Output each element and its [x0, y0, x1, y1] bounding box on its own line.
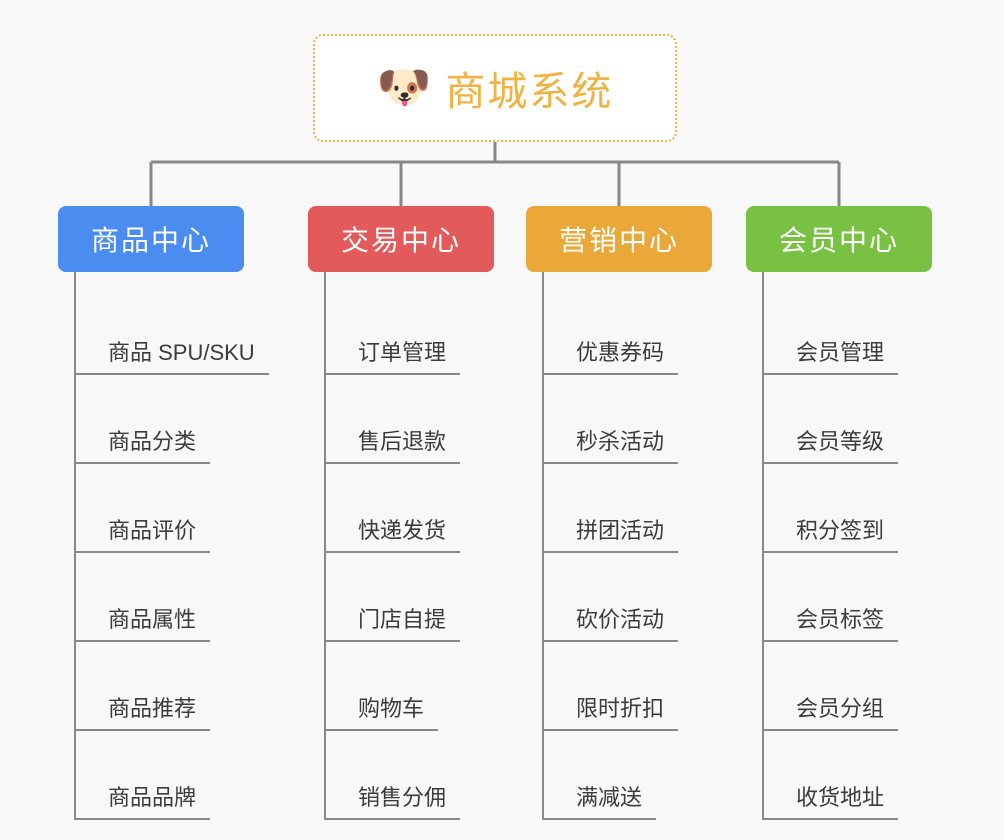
list-item[interactable]: 购物车 — [325, 642, 494, 731]
list-item-label: 门店自提 — [325, 602, 461, 642]
list-item-label: 订单管理 — [325, 335, 461, 375]
branch-header-3[interactable]: 营销中心 — [526, 206, 712, 272]
list-item[interactable]: 砍价活动 — [543, 553, 712, 642]
list-item[interactable]: 商品品牌 — [75, 731, 244, 820]
branch-item-list-3: 优惠券码 秒杀活动 拼团活动 砍价活动 限时折扣 满减送 — [542, 272, 712, 820]
list-item[interactable]: 秒杀活动 — [543, 375, 712, 464]
branch-header-label: 会员中心 — [778, 225, 899, 256]
list-item[interactable]: 商品分类 — [75, 375, 244, 464]
list-item[interactable]: 商品 SPU/SKU — [76, 286, 269, 375]
list-item-label: 商品分类 — [75, 424, 211, 464]
list-item-label: 限时折扣 — [543, 691, 679, 731]
list-item-label: 收货地址 — [763, 780, 899, 820]
list-item[interactable]: 限时折扣 — [543, 642, 712, 731]
branch-column-2: 交易中心 订单管理 售后退款 快递发货 门店自提 购物车 销售分佣 — [308, 206, 494, 820]
list-item-label: 积分签到 — [763, 513, 899, 553]
list-item[interactable]: 商品属性 — [75, 553, 244, 642]
list-item-label: 销售分佣 — [325, 780, 461, 820]
list-item-label: 快递发货 — [325, 513, 461, 553]
list-item-label: 满减送 — [543, 780, 657, 820]
list-item-label: 会员分组 — [763, 691, 899, 731]
list-item[interactable]: 满减送 — [543, 731, 712, 820]
list-item[interactable]: 会员管理 — [763, 286, 932, 375]
list-item-label: 砍价活动 — [543, 602, 679, 642]
list-item-label: 会员管理 — [763, 335, 899, 375]
branch-header-label: 商品中心 — [90, 225, 211, 256]
branch-column-1: 商品中心 商品 SPU/SKU 商品分类 商品评价 商品属性 商品推荐 商品品牌 — [58, 206, 269, 820]
list-item[interactable]: 会员分组 — [763, 642, 932, 731]
list-item-label: 商品推荐 — [75, 691, 211, 731]
list-item[interactable]: 会员标签 — [763, 553, 932, 642]
branch-item-list-1: 商品 SPU/SKU 商品分类 商品评价 商品属性 商品推荐 商品品牌 — [74, 272, 269, 820]
list-item-label: 秒杀活动 — [543, 424, 679, 464]
list-item[interactable]: 积分签到 — [763, 464, 932, 553]
list-item-label: 商品属性 — [75, 602, 211, 642]
branch-header-1[interactable]: 商品中心 — [58, 206, 244, 272]
branch-item-list-4: 会员管理 会员等级 积分签到 会员标签 会员分组 收货地址 — [762, 272, 932, 820]
list-item-label: 拼团活动 — [543, 513, 679, 553]
list-item-label: 优惠券码 — [543, 335, 679, 375]
list-item[interactable]: 门店自提 — [325, 553, 494, 642]
list-item[interactable]: 销售分佣 — [325, 731, 494, 820]
list-item-label: 商品品牌 — [75, 780, 211, 820]
branch-column-4: 会员中心 会员管理 会员等级 积分签到 会员标签 会员分组 收货地址 — [746, 206, 932, 820]
branch-column-3: 营销中心 优惠券码 秒杀活动 拼团活动 砍价活动 限时折扣 满减送 — [526, 206, 712, 820]
list-item-label: 售后退款 — [325, 424, 461, 464]
list-item[interactable]: 会员等级 — [763, 375, 932, 464]
root-node[interactable]: 🐶 商城系统 — [313, 34, 677, 142]
list-item[interactable]: 收货地址 — [763, 731, 932, 820]
dog-face-icon: 🐶 — [376, 63, 432, 112]
list-item-label: 购物车 — [325, 691, 439, 731]
branch-item-list-2: 订单管理 售后退款 快递发货 门店自提 购物车 销售分佣 — [324, 272, 494, 820]
list-item-label: 商品 SPU/SKU — [76, 335, 269, 375]
branch-header-label: 交易中心 — [340, 225, 461, 256]
list-item[interactable]: 订单管理 — [325, 286, 494, 375]
branch-header-2[interactable]: 交易中心 — [308, 206, 494, 272]
list-item[interactable]: 商品评价 — [75, 464, 244, 553]
list-item[interactable]: 快递发货 — [325, 464, 494, 553]
branch-header-label: 营销中心 — [558, 225, 679, 256]
branch-header-4[interactable]: 会员中心 — [746, 206, 932, 272]
list-item[interactable]: 优惠券码 — [543, 286, 712, 375]
list-item[interactable]: 售后退款 — [325, 375, 494, 464]
list-item[interactable]: 拼团活动 — [543, 464, 712, 553]
list-item-label: 商品评价 — [75, 513, 211, 553]
list-item-label: 会员等级 — [763, 424, 899, 464]
root-title: 商城系统 — [445, 70, 614, 114]
list-item[interactable]: 商品推荐 — [75, 642, 244, 731]
list-item-label: 会员标签 — [763, 602, 899, 642]
